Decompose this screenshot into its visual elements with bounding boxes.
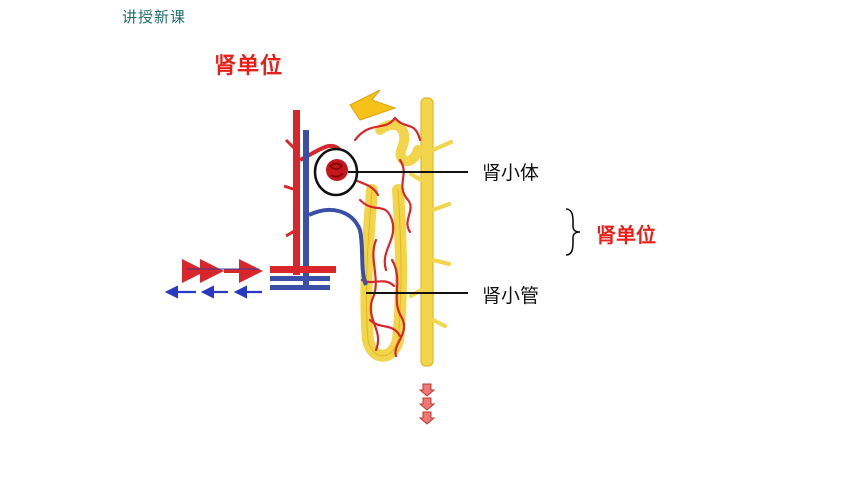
- renal-corpuscle-label: 肾小体: [482, 162, 540, 184]
- collecting-duct: [409, 97, 453, 367]
- renal-tubule-shape: [349, 89, 423, 362]
- brace-icon: [565, 208, 581, 256]
- urine-flow-arrows: [418, 383, 436, 425]
- renal-corpuscle-shape: [313, 147, 359, 197]
- renal-tubule-label: 肾小管: [482, 285, 540, 307]
- vein: [303, 130, 368, 290]
- section-header: 讲授新课: [122, 8, 187, 26]
- nephron-label: 肾单位: [596, 223, 656, 247]
- junction-vessels: [270, 266, 336, 290]
- peritubular-capillaries: [343, 116, 422, 358]
- page-title: 肾单位: [214, 54, 284, 79]
